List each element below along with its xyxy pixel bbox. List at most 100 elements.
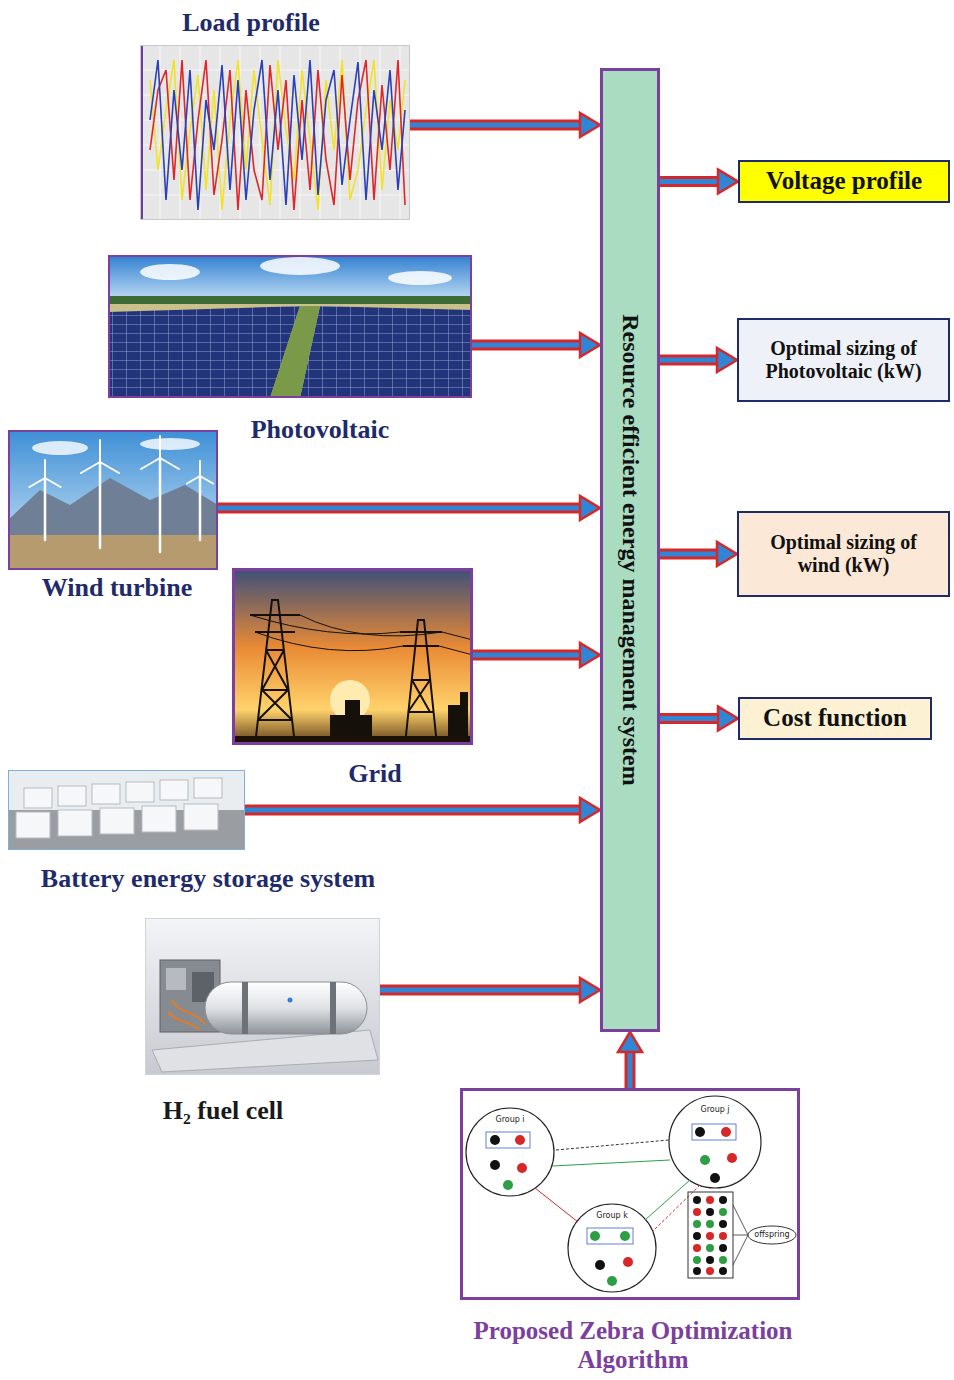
grid-art (232, 568, 473, 745)
flow-arrow (472, 333, 600, 357)
zebra-algorithm-art (693, 1196, 701, 1204)
fuel-cell-image: H₂ fuel cell (145, 918, 380, 1075)
battery-storage-art (160, 780, 188, 800)
battery-storage-art (58, 810, 92, 836)
fuel-cell-art (145, 918, 380, 1075)
battery-storage-art (142, 806, 176, 832)
photovoltaic-art (108, 296, 472, 305)
arrow-head (580, 978, 600, 1002)
zebra-algorithm-art (706, 1267, 714, 1275)
zebra-algorithm-art (706, 1256, 714, 1264)
fuel-cell-art (152, 1030, 378, 1072)
zebra-algorithm-art (486, 1124, 736, 1244)
photovoltaic-image: Photovoltaic (108, 255, 472, 398)
arrow-outline (380, 985, 581, 996)
flow-arrow (245, 798, 600, 822)
arrow-outline (625, 1051, 636, 1088)
output-label: Voltage profile (758, 165, 930, 198)
zebra-algorithm-art (693, 1244, 701, 1252)
management-system-bar: Resource efficient energy management sys… (600, 68, 660, 1032)
zebra-algorithm-art (587, 1228, 633, 1244)
fuel-cell-art (288, 998, 293, 1003)
arrow-head (718, 170, 738, 194)
arrow-outline (660, 176, 719, 187)
zebra-algorithm-art (706, 1196, 714, 1204)
image-caption: Wind turbine (42, 573, 193, 603)
arrow-outline (473, 650, 581, 661)
flow-arrow (218, 496, 600, 520)
flow-arrow (473, 643, 600, 667)
flow-arrow (660, 707, 738, 731)
zebra-algorithm-art (693, 1208, 701, 1216)
arrow-core (218, 506, 581, 511)
zebra-algorithm-art (590, 1231, 600, 1241)
arrow-head (718, 707, 738, 731)
zebra-algorithm-art (669, 1096, 761, 1188)
zebra-algorithm-art (733, 1205, 748, 1265)
zebra-algorithm-art (706, 1208, 714, 1216)
zebra-algorithm-art (710, 1173, 720, 1183)
output-box: Voltage profile (738, 160, 950, 203)
flow-arrow (660, 542, 737, 566)
grid-art (250, 615, 473, 655)
photovoltaic-art (270, 306, 320, 398)
battery-image: Battery energy storage system (8, 770, 245, 850)
zebra-algorithm-art (490, 1160, 500, 1170)
image-caption: Proposed Zebra Optimization Algorithm (438, 1317, 828, 1375)
zebra-algorithm-art (503, 1180, 513, 1190)
zebra-algorithm-art (535, 1140, 700, 1232)
zebra-algorithm-art (719, 1232, 727, 1240)
zebra-algorithm-art (595, 1260, 605, 1270)
zebra-algorithm-art (721, 1127, 731, 1137)
zebra-algorithm-art (706, 1244, 714, 1252)
zebra-algorithm-art (688, 1192, 733, 1278)
zebra-algorithm-art (695, 1127, 705, 1137)
output-box: Cost function (738, 697, 932, 740)
fuel-cell-art (168, 1000, 205, 1030)
arrow-head (580, 643, 600, 667)
zebra-algorithm-art (693, 1232, 701, 1240)
battery-storage-art (8, 770, 245, 850)
zebra-algorithm-art (719, 1244, 727, 1252)
zebra-algorithm-art (490, 1135, 500, 1145)
photovoltaic-art (260, 257, 340, 275)
wind-turbine-art (8, 478, 218, 540)
arrow-core (660, 552, 718, 557)
zebra-algorithm-art (693, 1196, 727, 1275)
group-label: Group i (495, 1116, 524, 1124)
photovoltaic-art (108, 306, 300, 398)
zebra-algorithm-art (719, 1220, 727, 1228)
battery-storage-art (16, 812, 50, 838)
zebra-algorithm-art (556, 1140, 669, 1150)
load-profile-chart-art (150, 60, 405, 210)
battery-storage-art (92, 784, 120, 804)
photovoltaic-art (108, 304, 472, 398)
fuel-cell-art (145, 918, 380, 1075)
load-profile-chart-art (140, 45, 410, 220)
zebra-algorithm-art (535, 1188, 578, 1222)
photovoltaic-art (108, 255, 472, 305)
image-caption: Photovoltaic (251, 415, 390, 445)
load-profile-chart-art (140, 45, 410, 220)
wind-turbine-art (29, 436, 213, 552)
output-label: Optimal sizing of wind (kW) (743, 529, 944, 579)
arrow-outline (218, 503, 581, 514)
battery-storage-art (8, 770, 245, 850)
flow-arrow (410, 113, 600, 137)
wind-turbine-art (187, 461, 213, 484)
battery-storage-art (184, 804, 218, 830)
output-box: Optimal sizing of wind (kW) (737, 511, 950, 597)
arrow-core (380, 988, 581, 993)
arrow-outline (660, 355, 718, 366)
arrow-head (580, 496, 600, 520)
load-profile-chart: Load profile (140, 45, 410, 220)
zebra-algorithm-art (748, 1226, 796, 1244)
zebra-algorithm-art (706, 1220, 714, 1228)
arrow-core (660, 358, 718, 363)
wind-turbine-image: Wind turbine (8, 430, 218, 570)
zebra-algorithm-art (692, 1124, 736, 1140)
zebra-algorithm-art (552, 1160, 670, 1166)
